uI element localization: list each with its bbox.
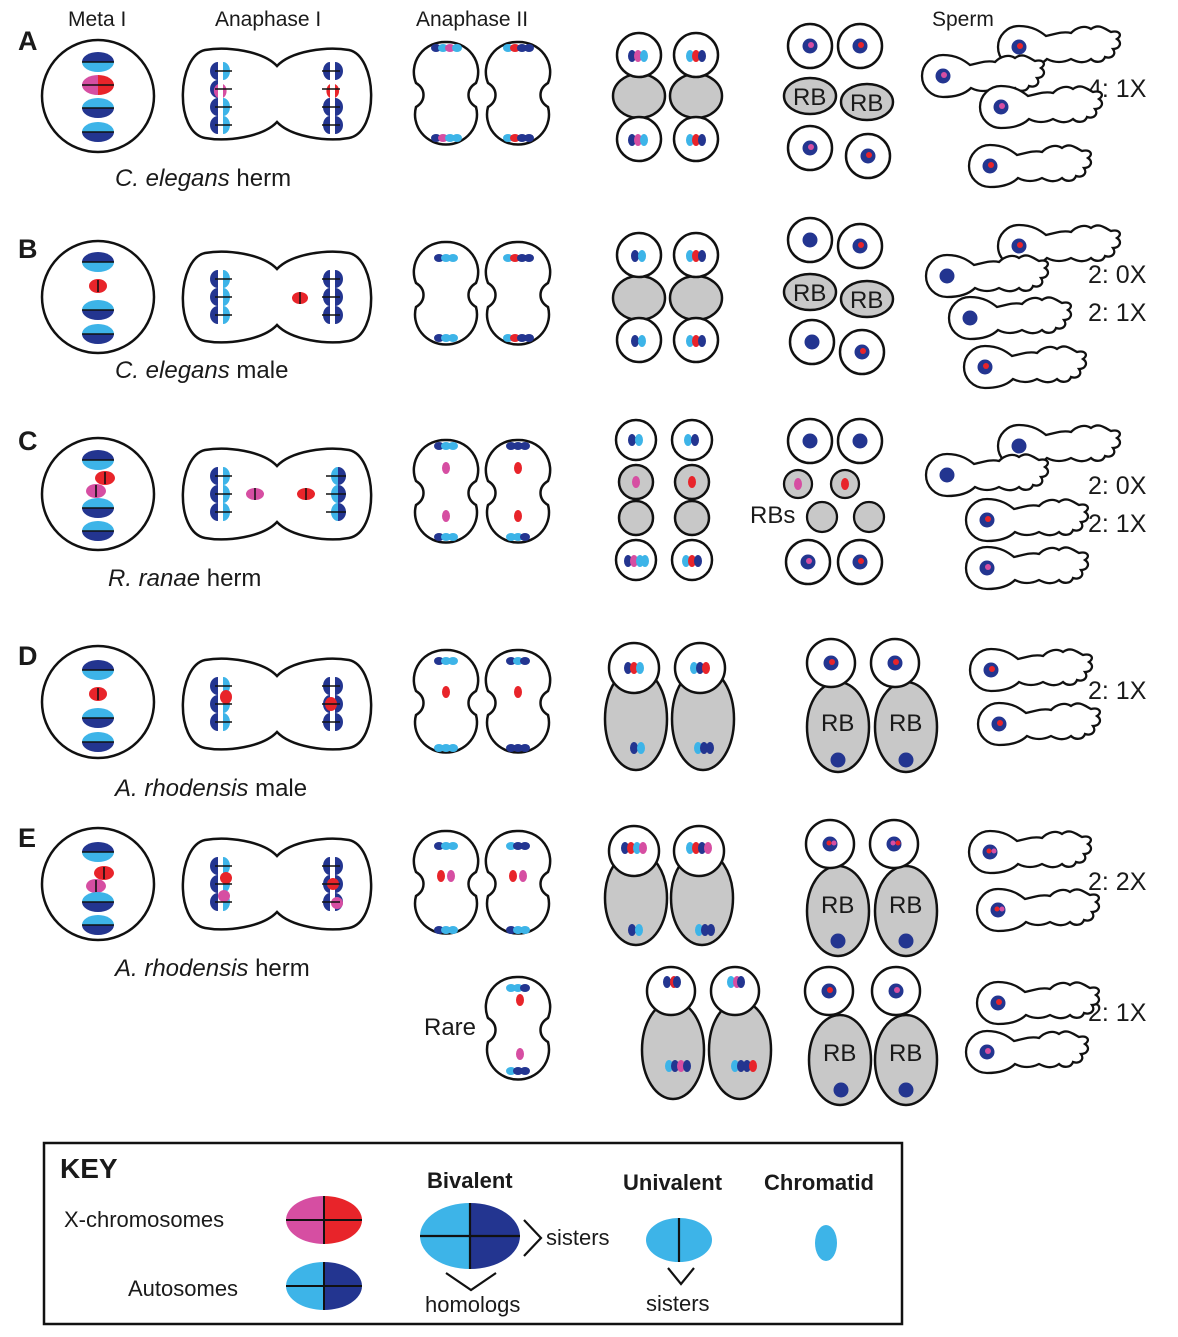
row-d: RB RB	[40, 637, 1102, 774]
row-c: RBs	[40, 417, 1122, 591]
row-letter-d: D	[18, 641, 38, 671]
telophase-ii-cells-e	[603, 824, 735, 947]
column-headers: Meta I Anaphase I Anaphase II Sperm	[68, 8, 994, 31]
row-e-rare: Rare RB RB	[424, 965, 1101, 1107]
telophase-ii-cells-d	[603, 641, 736, 772]
telophase-ii-cells-rare	[640, 965, 773, 1101]
rb-label-rare-1: RB	[823, 1040, 856, 1067]
sperm-rare	[964, 980, 1101, 1075]
header-anaphase-ii: Anaphase II	[416, 8, 528, 31]
legend-chromatid-label: Chromatid	[764, 1170, 874, 1195]
anaphase-ii-cells-b	[412, 240, 552, 346]
legend-univalent-label: Univalent	[623, 1170, 723, 1195]
meta-i-cell-a	[40, 38, 156, 154]
legend-homologs: homologs	[425, 1292, 520, 1317]
rb-label-e-1: RB	[821, 892, 854, 919]
rb-label-a-1: RB	[793, 84, 826, 111]
meta-i-cell-d	[40, 644, 156, 760]
spermatids-b: RB RB	[782, 216, 895, 376]
anaphase-i-cell-a	[181, 47, 373, 141]
rb-label-e-2: RB	[889, 892, 922, 919]
spermatids-c: RBs	[750, 417, 886, 586]
legend-autosome-label: Autosomes	[128, 1276, 238, 1301]
sperm-c	[924, 423, 1122, 591]
ratio-e-1: 2: 2X	[1088, 868, 1147, 896]
rb-label-d-2: RB	[889, 710, 922, 737]
sperm-e	[967, 829, 1101, 933]
legend-x-label: X-chromosomes	[64, 1207, 224, 1232]
row-a: RB RB	[40, 22, 1122, 189]
anaphase-ii-cells-a	[412, 40, 552, 146]
rb-label-d-1: RB	[821, 710, 854, 737]
ratio-b-1: 2: 0X	[1088, 261, 1147, 289]
anaphase-ii-cells-c	[412, 438, 552, 544]
legend-bivalent-sisters: sisters	[546, 1225, 610, 1250]
legend-bivalent-label: Bivalent	[427, 1168, 513, 1193]
telophase-ii-cells-b	[611, 231, 724, 364]
spermatids-rare: RB RB	[803, 965, 939, 1107]
sperm-a	[920, 24, 1122, 189]
anaphase-ii-cells-e	[412, 829, 552, 935]
row-letter-a: A	[18, 26, 38, 56]
anaphase-ii-cell-rare	[484, 975, 552, 1081]
caption-b: C. elegans male	[115, 357, 288, 384]
ratios: 4: 1X 2: 0X 2: 1X 2: 0X 2: 1X 2: 1X 2: 2…	[1088, 75, 1147, 1027]
caption-c: R. ranae herm	[108, 565, 261, 592]
caption-d: A. rhodensis male	[113, 775, 307, 802]
rb-label-a-2: RB	[850, 90, 883, 117]
ratio-d-1: 2: 1X	[1088, 677, 1147, 705]
row-captions: C. elegans herm C. elegans male R. ranae…	[108, 165, 310, 982]
spermatids-d: RB RB	[805, 637, 939, 774]
spermatids-a: RB RB	[782, 22, 895, 180]
anaphase-i-cell-e	[181, 837, 373, 931]
caption-e: A. rhodensis herm	[113, 955, 310, 982]
legend-autosome-swatch	[286, 1262, 362, 1310]
legend-univalent-sisters: sisters	[646, 1291, 710, 1316]
meta-i-cell-c	[40, 436, 156, 552]
row-letters: A B C D E	[18, 26, 38, 853]
rare-label: Rare	[424, 1014, 476, 1041]
anaphase-i-cell-c	[181, 447, 373, 541]
ratio-c-1: 2: 0X	[1088, 472, 1147, 500]
legend: KEY X-chromosomes Autosomes Bivalent	[42, 1141, 904, 1326]
rb-label-b-1: RB	[793, 280, 826, 307]
header-meta-i: Meta I	[68, 8, 126, 31]
row-letter-c: C	[18, 426, 38, 456]
meta-i-cell-e	[40, 826, 156, 942]
rb-label-rare-2: RB	[889, 1040, 922, 1067]
spermatids-e: RB RB	[804, 818, 939, 958]
anaphase-ii-cells-d	[412, 648, 552, 754]
header-anaphase-i: Anaphase I	[215, 8, 321, 31]
row-letter-e: E	[18, 823, 36, 853]
telophase-ii-cells-c	[614, 418, 714, 582]
telophase-ii-cells-a	[611, 31, 724, 163]
sperm-b	[924, 223, 1122, 390]
legend-chromatid-swatch	[815, 1225, 837, 1261]
ratio-c-2: 2: 1X	[1088, 510, 1147, 538]
legend-title: KEY	[60, 1153, 118, 1184]
sperm-d	[968, 647, 1102, 747]
header-sperm: Sperm	[932, 8, 994, 31]
rb-label-b-2: RB	[850, 287, 883, 314]
anaphase-i-cell-d	[181, 657, 373, 751]
row-b: RB RB	[40, 216, 1122, 390]
row-e: RB RB	[40, 818, 1101, 958]
ratio-b-2: 2: 1X	[1088, 299, 1147, 327]
row-letter-b: B	[18, 234, 38, 264]
rbs-label-c: RBs	[750, 502, 795, 529]
anaphase-i-cell-b	[181, 250, 373, 344]
caption-a: C. elegans herm	[115, 165, 291, 192]
meta-i-cell-b	[40, 239, 156, 355]
legend-univalent-swatch	[646, 1218, 712, 1286]
